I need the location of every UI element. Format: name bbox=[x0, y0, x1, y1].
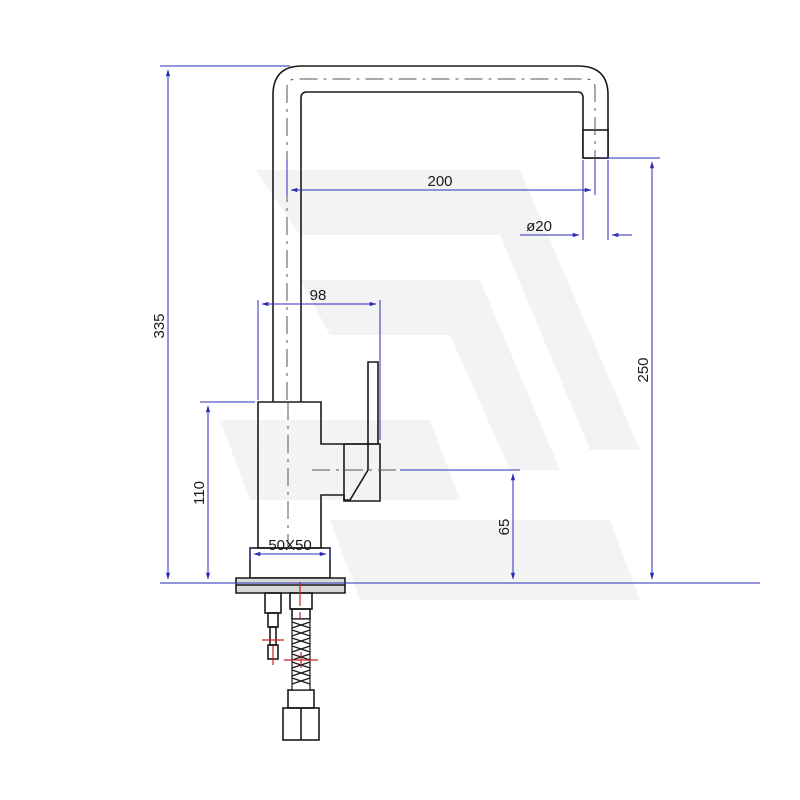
label-handle-height: 65 bbox=[496, 519, 513, 536]
handle-cam bbox=[343, 443, 369, 501]
dimension-lines bbox=[160, 65, 760, 584]
label-body-width: 98 bbox=[310, 287, 327, 304]
label-spout-height: 250 bbox=[635, 357, 652, 382]
label-base-size: 50X50 bbox=[268, 537, 311, 554]
faucet-outline bbox=[235, 65, 609, 741]
label-diameter: ø20 bbox=[526, 218, 552, 235]
mounting-stud bbox=[264, 592, 282, 614]
label-overall-height: 335 bbox=[151, 313, 168, 338]
spout-inner bbox=[300, 91, 584, 402]
flex-hose bbox=[289, 592, 313, 610]
watermark-logo bbox=[220, 170, 640, 600]
label-body-height: 110 bbox=[191, 481, 208, 505]
centerline-marks bbox=[262, 582, 318, 668]
handle-lever bbox=[367, 361, 379, 445]
spout-outer bbox=[272, 65, 609, 402]
label-reach: 200 bbox=[427, 173, 452, 190]
spout-centerline bbox=[286, 78, 596, 548]
